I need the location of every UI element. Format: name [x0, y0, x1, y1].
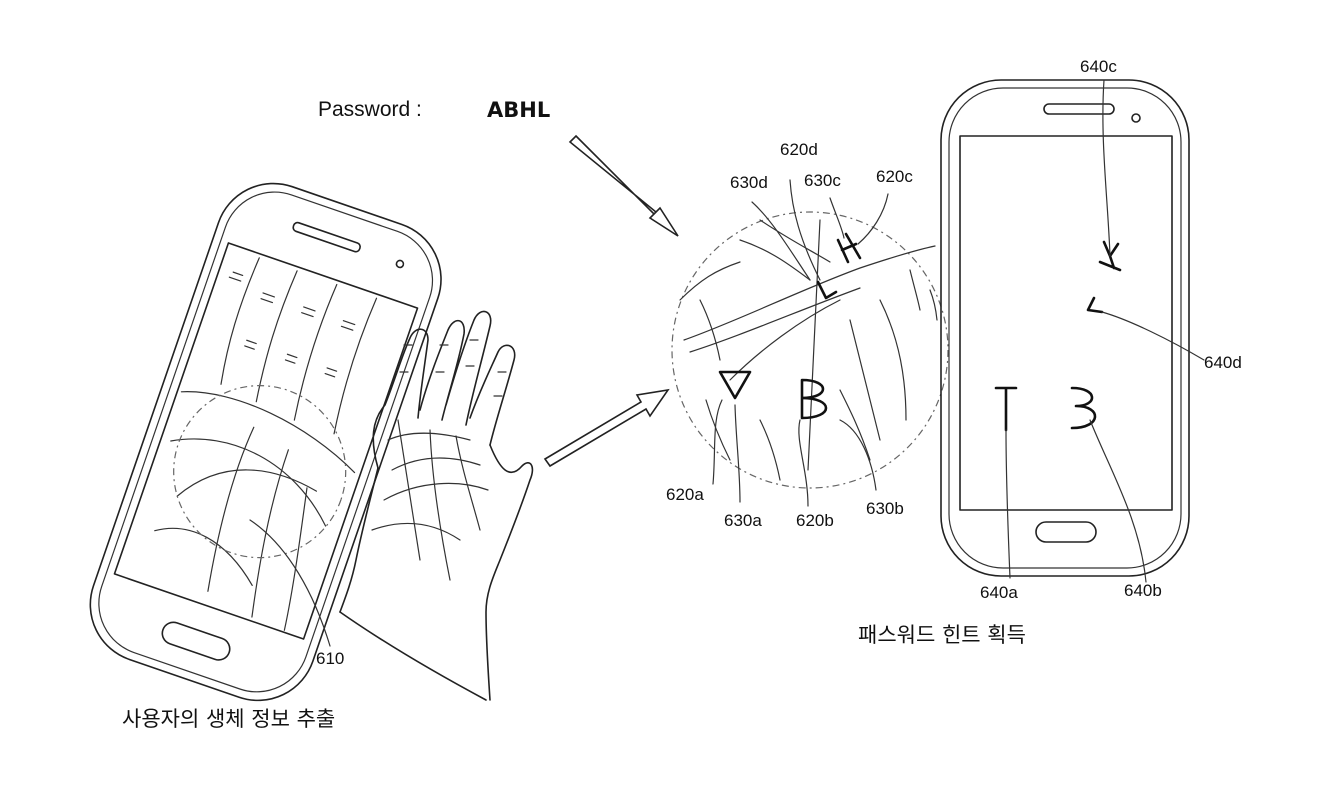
magnified-palm-circle — [671, 211, 949, 489]
label-640c: 640c — [1080, 57, 1117, 76]
right-phone-camera-icon — [1131, 113, 1141, 123]
circle-char-l — [816, 280, 838, 300]
left-phone-home-button — [161, 621, 231, 661]
right-phone-body — [940, 79, 1190, 577]
hand-illustration — [339, 310, 534, 701]
circle-char-h — [836, 232, 862, 264]
right-phone-screen — [959, 135, 1173, 511]
right-phone-leaders — [1005, 79, 1205, 583]
label-610: 610 — [316, 649, 344, 668]
label-630d: 630d — [730, 173, 768, 192]
label-620b: 620b — [796, 511, 834, 530]
arrow-to-circle-top — [568, 134, 679, 237]
left-phone-palm-image — [154, 257, 378, 631]
label-640a: 640a — [980, 583, 1018, 602]
right-phone-home-button — [1035, 521, 1097, 543]
magnify-boundary — [671, 211, 949, 489]
label-630b: 630b — [866, 499, 904, 518]
circle-char-a — [718, 370, 752, 400]
arrow-to-circle-bottom — [543, 388, 670, 468]
caption-left: 사용자의 생체 정보 추출 — [122, 707, 335, 731]
left-phone-speaker-icon — [292, 221, 361, 253]
label-640d: 640d — [1204, 353, 1242, 372]
hint-mark-640d — [1086, 296, 1104, 314]
label-640b: 640b — [1124, 581, 1162, 600]
password-label: Password : — [318, 98, 422, 121]
password-value: ABHL — [487, 98, 550, 122]
hint-mark-640a — [994, 386, 1018, 432]
label-620a: 620a — [666, 485, 704, 504]
hint-mark-640b — [1070, 386, 1097, 430]
label-630c: 630c — [804, 171, 841, 190]
right-phone-bezel — [948, 87, 1182, 569]
caption-right: 패스워드 힌트 획득 — [858, 623, 1026, 647]
right-phone — [940, 79, 1190, 577]
circle-leaders — [712, 179, 889, 507]
left-phone-body — [89, 182, 442, 702]
reference-labels: 610 620a 630a 620b 630b 620d 630d 630c 6… — [316, 57, 1242, 668]
left-phone-screen — [113, 242, 419, 640]
left-phone-bezel — [98, 191, 434, 693]
left-phone — [89, 182, 442, 702]
circle-char-b — [800, 378, 828, 420]
left-phone-camera-icon — [395, 259, 405, 269]
leader-610 — [249, 519, 331, 647]
password-header: Password : ABHL — [318, 98, 550, 122]
right-phone-speaker-icon — [1043, 103, 1115, 115]
label-630a: 630a — [724, 511, 762, 530]
label-620d: 620d — [780, 140, 818, 159]
label-620c: 620c — [876, 167, 913, 186]
